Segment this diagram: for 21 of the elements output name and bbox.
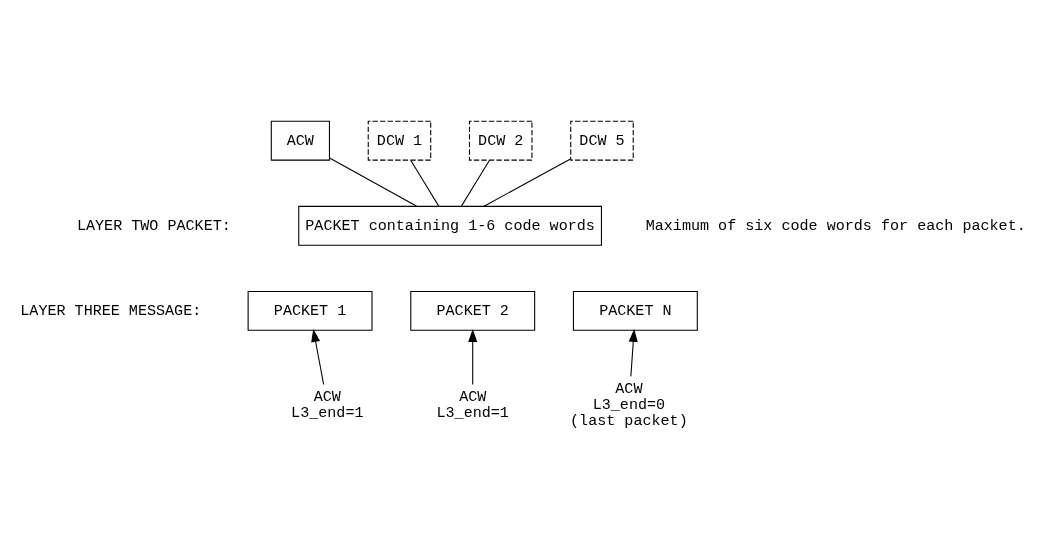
- arrow: [311, 329, 325, 386]
- node-text: ACW L3_end=1: [436, 388, 509, 423]
- node-box: PACKET containing 1-6 code words: [298, 205, 602, 246]
- connector: [483, 158, 572, 207]
- node-box: PACKET N: [572, 290, 698, 331]
- node-box: ACW: [270, 120, 330, 161]
- connector: [460, 159, 491, 207]
- node-box: PACKET 2: [410, 290, 536, 331]
- node-text: ACW L3_end=0 (last packet): [570, 379, 688, 431]
- node-box: PACKET 1: [247, 290, 373, 331]
- node-box: DCW 2: [468, 120, 533, 161]
- node-box: DCW 5: [570, 120, 634, 161]
- node-text: ACW L3_end=1: [291, 388, 364, 423]
- label: LAYER THREE MESSAGE:: [20, 301, 202, 320]
- label: LAYER TWO PACKET:: [76, 216, 231, 235]
- node-box: DCW 1: [367, 120, 432, 161]
- connector: [410, 159, 440, 207]
- connector: [329, 157, 418, 207]
- arrow: [468, 328, 478, 386]
- label: Maximum of six code words for each packet.: [645, 216, 1026, 235]
- arrow: [628, 329, 638, 377]
